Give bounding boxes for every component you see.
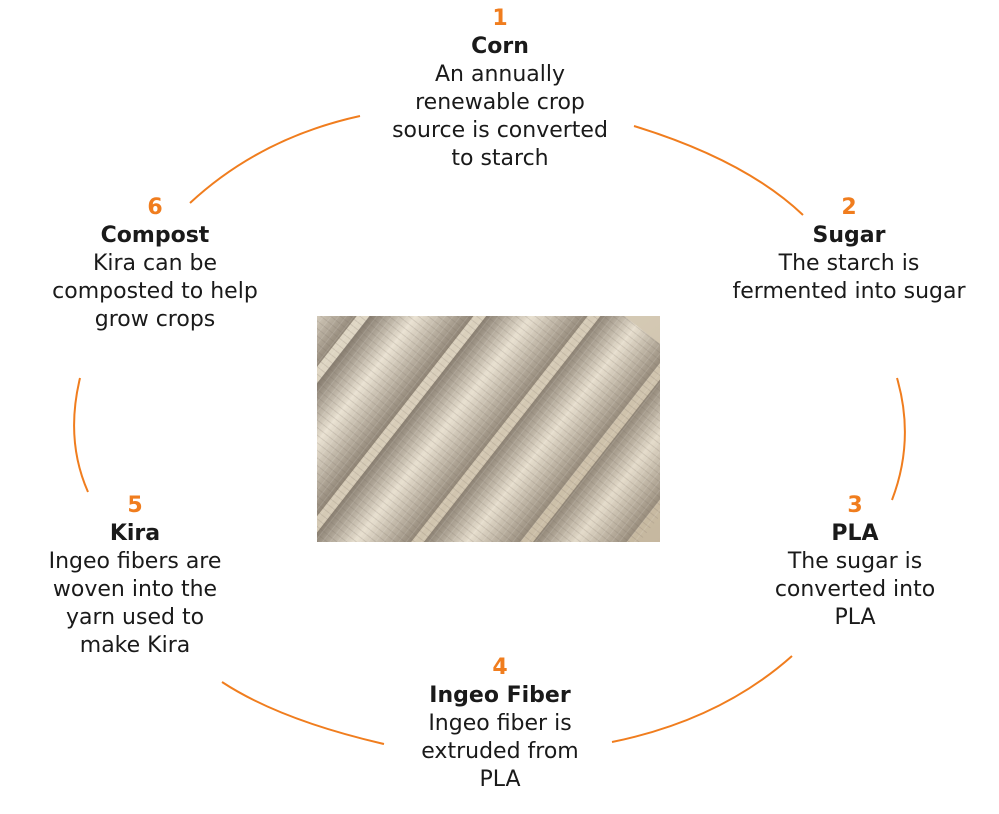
step-description: An annually renewable crop source is con…: [380, 61, 620, 173]
step-description: Ingeo fiber is extruded from PLA: [370, 710, 630, 794]
step-compost: 6 Compost Kira can be composted to help …: [20, 194, 290, 334]
step-number: 1: [380, 5, 620, 33]
step-number: 4: [370, 654, 630, 682]
step-number: 2: [700, 194, 998, 222]
step-title: Kira: [0, 520, 270, 548]
step-description: Kira can be composted to help grow crops: [20, 250, 290, 334]
arc-2-to-3: [892, 378, 905, 500]
step-sugar: 2 Sugar The starch is fermented into sug…: [700, 194, 998, 306]
fabric-rolls-illustration: [317, 316, 660, 542]
arc-5-to-6: [74, 378, 88, 492]
step-title: Compost: [20, 222, 290, 250]
step-description: The sugar is converted into PLA: [735, 548, 975, 632]
woven-fabric-photo: [317, 316, 660, 542]
step-pla: 3 PLA The sugar is converted into PLA: [735, 492, 975, 632]
step-number: 6: [20, 194, 290, 222]
step-title: PLA: [735, 520, 975, 548]
step-ingeo-fiber: 4 Ingeo Fiber Ingeo fiber is extruded fr…: [370, 654, 630, 794]
step-kira: 5 Kira Ingeo fibers are woven into the y…: [0, 492, 270, 660]
arc-6-to-1: [190, 116, 360, 203]
step-description: The starch is fermented into sugar: [700, 250, 998, 306]
step-corn: 1 Corn An annually renewable crop source…: [380, 5, 620, 173]
step-number: 5: [0, 492, 270, 520]
step-title: Sugar: [700, 222, 998, 250]
step-number: 3: [735, 492, 975, 520]
arc-3-to-4: [612, 656, 792, 742]
arc-4-to-5: [222, 682, 384, 744]
step-description: Ingeo fibers are woven into the yarn use…: [0, 548, 270, 660]
step-title: Ingeo Fiber: [370, 682, 630, 710]
step-title: Corn: [380, 33, 620, 61]
